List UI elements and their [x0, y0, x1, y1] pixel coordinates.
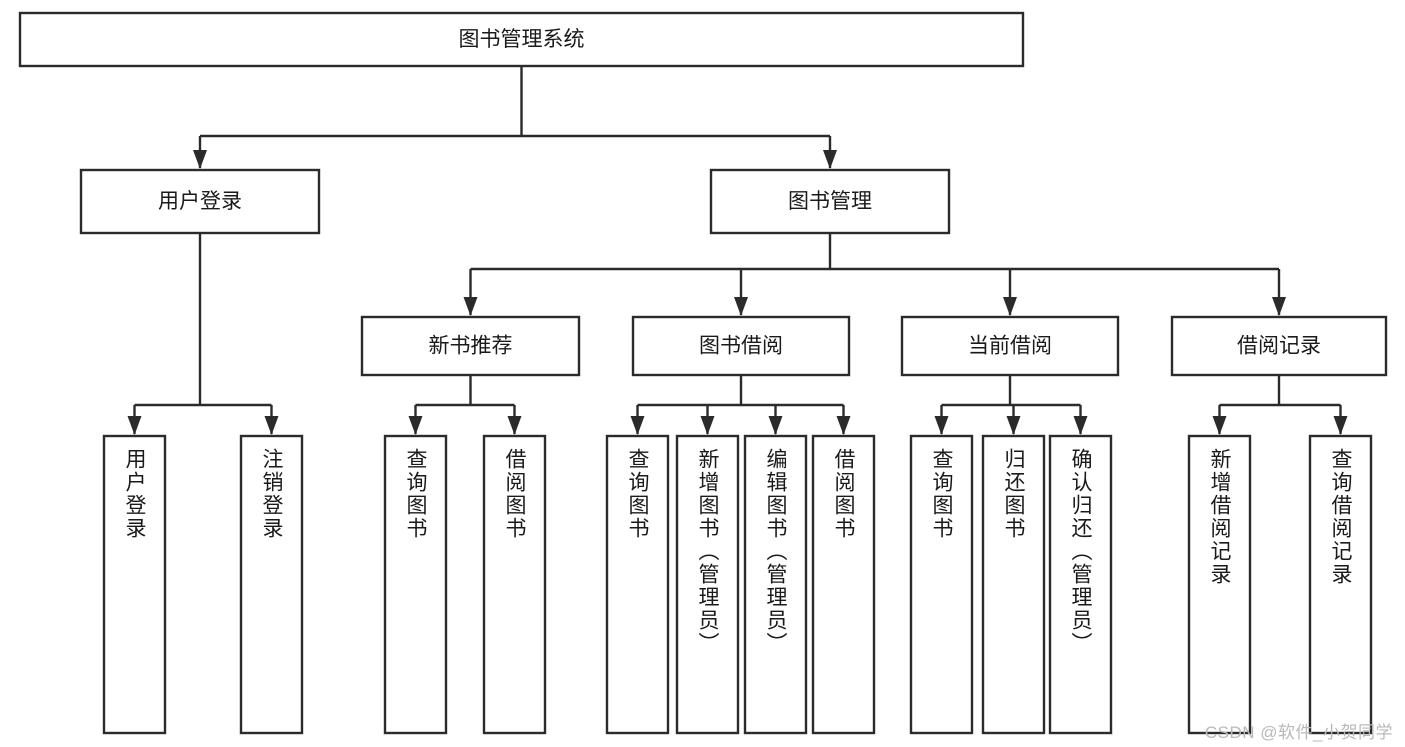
- node-label-level3-3: 借阅记录: [1237, 335, 1321, 358]
- node-box-leaf-10[interactable]: [1048, 434, 1113, 735]
- arrow-head-level3-0: [463, 297, 478, 316]
- arrow-head-leaf-10: [1073, 416, 1088, 435]
- node-box-leaf-0[interactable]: [102, 434, 167, 735]
- arrow-head-level2-0: [193, 150, 207, 169]
- node-box-leaf-4[interactable]: [605, 434, 670, 735]
- arrow-head-leaf-11: [1212, 416, 1227, 435]
- arrow-head-leaf-1: [264, 416, 279, 435]
- arrow-head-level3-1: [734, 297, 748, 316]
- arrow-head-leaf-2: [408, 416, 423, 435]
- node-label-level3-2: 当前借阅: [968, 335, 1052, 358]
- node-box-level2-0[interactable]: [79, 168, 321, 235]
- arrow-head-leaf-9: [1006, 416, 1021, 435]
- arrow-head-leaf-5: [700, 416, 715, 435]
- node-box-leaf-5[interactable]: [675, 434, 740, 735]
- node-box-leaf-7[interactable]: [811, 434, 876, 735]
- node-box-leaf-6[interactable]: [743, 434, 808, 735]
- node-box-leaf-12[interactable]: [1308, 434, 1373, 735]
- node-label-root: 图书管理系统: [459, 28, 585, 51]
- boxes-group: [18, 11, 1388, 735]
- node-box-level3-1[interactable]: [631, 315, 851, 377]
- node-box-leaf-3[interactable]: [482, 434, 547, 735]
- arrow-head-leaf-4: [630, 416, 645, 435]
- node-box-level2-1[interactable]: [709, 168, 951, 235]
- node-label-level3-1: 图书借阅: [699, 335, 783, 358]
- node-label-level2-1: 图书管理: [788, 190, 872, 213]
- csdn-watermark: CSDN @软件_小贺同学: [1204, 723, 1393, 742]
- node-box-level3-2[interactable]: [900, 315, 1120, 377]
- arrow-head-leaf-0: [127, 416, 142, 435]
- edges-group: [127, 66, 1348, 435]
- node-box-leaf-11[interactable]: [1187, 434, 1252, 735]
- arrow-head-leaf-7: [836, 416, 851, 435]
- node-box-leaf-2[interactable]: [383, 434, 448, 735]
- node-box-root[interactable]: [18, 11, 1025, 68]
- arrow-head-leaf-8: [934, 416, 949, 435]
- arrow-head-leaf-3: [507, 416, 522, 435]
- node-box-leaf-1[interactable]: [239, 434, 304, 735]
- node-box-leaf-9[interactable]: [981, 434, 1046, 735]
- node-label-level2-0: 用户登录: [158, 190, 242, 213]
- node-box-level3-3[interactable]: [1170, 315, 1388, 377]
- arrow-head-level3-3: [1272, 297, 1286, 316]
- node-box-leaf-8[interactable]: [909, 434, 974, 735]
- node-box-level3-0[interactable]: [360, 315, 581, 377]
- node-label-level3-0: 新书推荐: [429, 335, 513, 358]
- arrow-head-level2-1: [823, 150, 837, 169]
- arrow-head-leaf-6: [768, 416, 783, 435]
- arrow-head-level3-2: [1003, 297, 1017, 316]
- arrow-head-leaf-12: [1333, 416, 1348, 435]
